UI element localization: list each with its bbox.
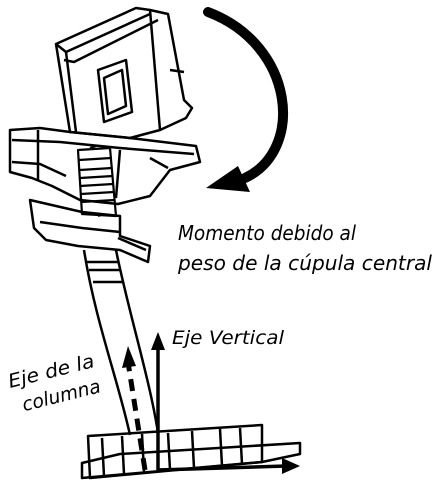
moment-arrow [203,7,289,192]
horizontal-arrow [157,458,300,474]
vertical-axis-label: Eje Vertical [172,327,285,349]
moment-arrowhead-icon [206,166,250,192]
column-axis-label: Eje de la columna [6,350,103,416]
capital-block [54,6,194,140]
vertical-axis-arrowhead-icon [151,332,165,350]
column-base [80,423,302,480]
horizontal-arrowhead-icon [282,458,300,474]
vertical-axis-arrow [151,332,165,470]
column-axis-arrow [122,346,148,471]
moment-label-line2: peso de la cúpula central [177,251,432,275]
column-shaft [82,249,160,436]
column-axis-arrowhead-icon [122,346,136,368]
stacked-blocks [76,144,118,218]
lower-bracket [28,198,152,264]
moment-label-line1: Momento debido al [178,221,356,245]
